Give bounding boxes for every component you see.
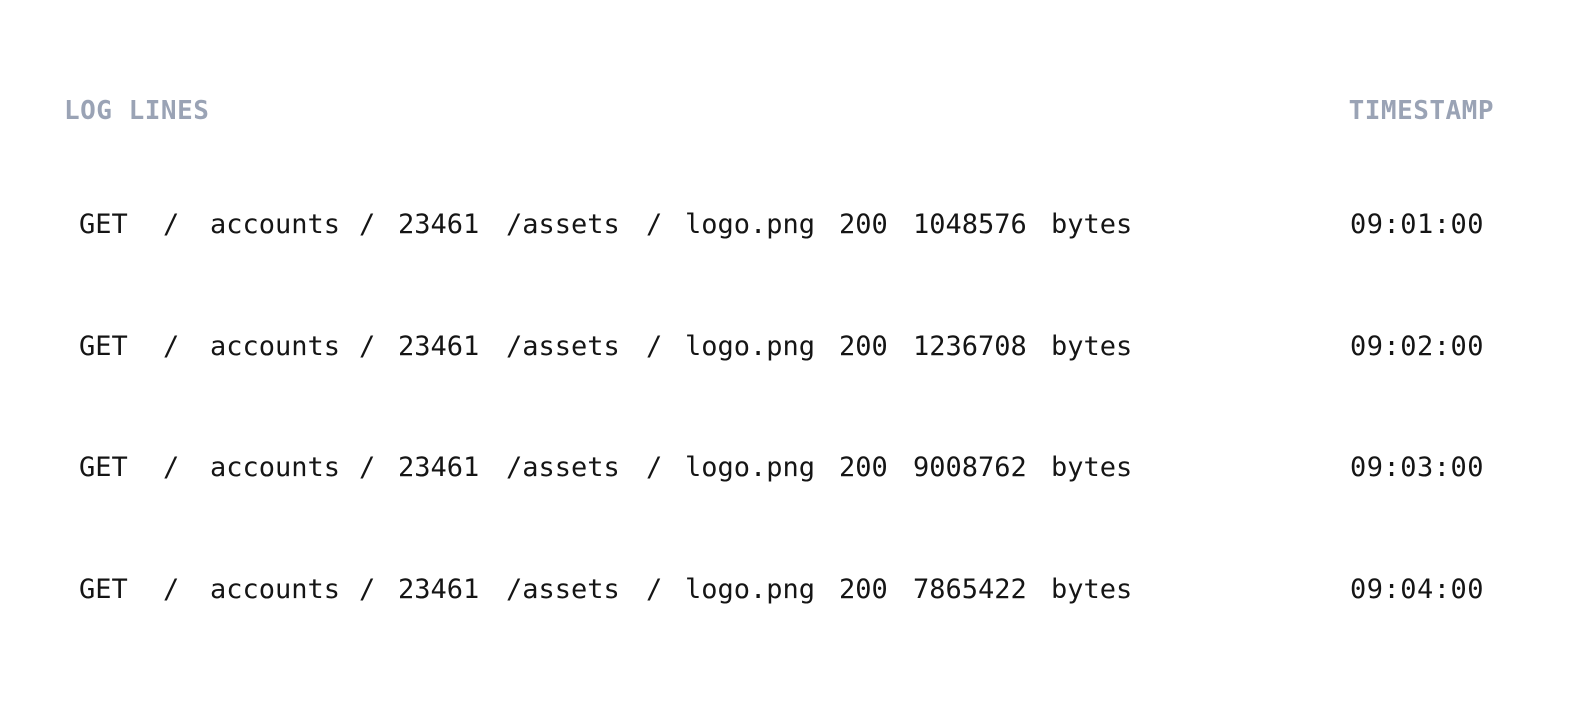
byte-unit: bytes <box>1051 574 1133 605</box>
byte-unit: bytes <box>1051 452 1133 483</box>
path-separator: / <box>163 209 180 240</box>
path-segment-assets: /assets <box>506 452 620 483</box>
path-separator: / <box>359 574 376 605</box>
log-row[interactable]: GET / accounts / 23461 /assets / logo.pn… <box>0 570 1592 610</box>
path-segment-accounts: accounts <box>210 209 341 240</box>
path-separator: / <box>646 331 663 362</box>
path-separator: / <box>359 331 376 362</box>
path-separator: / <box>163 452 180 483</box>
http-method: GET <box>79 331 128 362</box>
file-name: logo.png <box>685 574 816 605</box>
byte-size: 7865422 <box>913 574 1027 605</box>
path-segment-assets: /assets <box>506 574 620 605</box>
byte-size: 9008762 <box>913 452 1027 483</box>
timestamp-header-label: TIMESTAMP <box>1348 96 1494 126</box>
path-segment-accounts: accounts <box>210 331 341 362</box>
log-header-label: LOG LINES <box>64 96 210 126</box>
status-code: 200 <box>839 452 888 483</box>
log-row[interactable]: GET / accounts / 23461 /assets / logo.pn… <box>0 448 1592 488</box>
path-separator: / <box>646 574 663 605</box>
path-separator: / <box>359 209 376 240</box>
path-separator: / <box>359 452 376 483</box>
account-id: 23461 <box>398 574 480 605</box>
path-segment-assets: /assets <box>506 331 620 362</box>
file-name: logo.png <box>685 209 816 240</box>
byte-size: 1236708 <box>913 331 1027 362</box>
path-segment-accounts: accounts <box>210 574 341 605</box>
row-timestamp: 09:02:00 <box>1349 331 1484 362</box>
byte-unit: bytes <box>1051 331 1133 362</box>
row-timestamp: 09:04:00 <box>1349 574 1484 605</box>
file-name: logo.png <box>685 331 816 362</box>
path-separator: / <box>163 574 180 605</box>
path-segment-accounts: accounts <box>210 452 341 483</box>
status-code: 200 <box>839 209 888 240</box>
path-separator: / <box>646 452 663 483</box>
byte-unit: bytes <box>1051 209 1133 240</box>
http-method: GET <box>79 574 128 605</box>
http-method: GET <box>79 209 128 240</box>
path-segment-assets: /assets <box>506 209 620 240</box>
file-name: logo.png <box>685 452 816 483</box>
http-method: GET <box>79 452 128 483</box>
status-code: 200 <box>839 331 888 362</box>
status-code: 200 <box>839 574 888 605</box>
log-row[interactable]: GET / accounts / 23461 /assets / logo.pn… <box>0 205 1592 245</box>
path-separator: / <box>646 209 663 240</box>
log-row[interactable]: GET / accounts / 23461 /assets / logo.pn… <box>0 327 1592 367</box>
account-id: 23461 <box>398 209 480 240</box>
byte-size: 1048576 <box>913 209 1027 240</box>
path-separator: / <box>163 331 180 362</box>
row-timestamp: 09:03:00 <box>1349 452 1484 483</box>
account-id: 23461 <box>398 331 480 362</box>
row-timestamp: 09:01:00 <box>1349 209 1484 240</box>
account-id: 23461 <box>398 452 480 483</box>
